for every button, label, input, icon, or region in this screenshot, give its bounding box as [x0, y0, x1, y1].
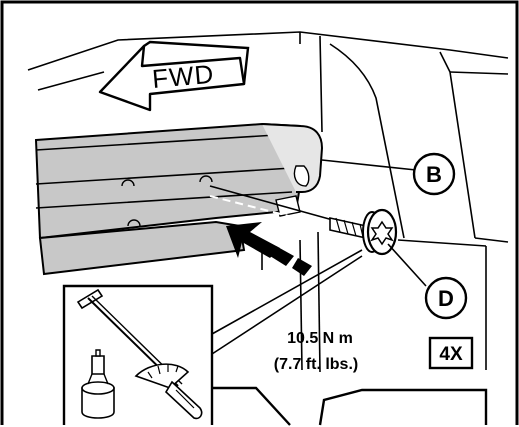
- fwd-direction-arrow: FWD: [98, 40, 250, 112]
- fwd-label: FWD: [151, 59, 216, 94]
- callout-b-leader: [321, 159, 417, 171]
- callout-b: B: [412, 152, 456, 196]
- callout-d: D: [424, 276, 468, 320]
- quantity-badge: 4X: [428, 336, 474, 370]
- quantity-label: 4X: [439, 344, 463, 365]
- lower-panel-outline: [212, 386, 488, 426]
- callout-d-label: D: [438, 286, 454, 311]
- torque-imperial: (7.7 ft. lbs.): [274, 356, 358, 373]
- trim-panel: [34, 122, 324, 276]
- socket-bit-icon: [81, 349, 115, 419]
- callout-b-label: B: [426, 162, 442, 187]
- left-arrow-icon: [98, 44, 246, 112]
- dashed-insert-arrow-icon: [226, 222, 312, 276]
- tool-inset: [62, 284, 214, 425]
- torque-wrench-icon: [76, 288, 203, 420]
- detail-pointer-lines: [211, 249, 363, 355]
- callout-d-leader: [387, 243, 427, 287]
- torque-metric: 10.5 N m: [287, 330, 353, 347]
- torx-bolt-icon: [329, 208, 398, 256]
- insertion-guide: [209, 185, 341, 276]
